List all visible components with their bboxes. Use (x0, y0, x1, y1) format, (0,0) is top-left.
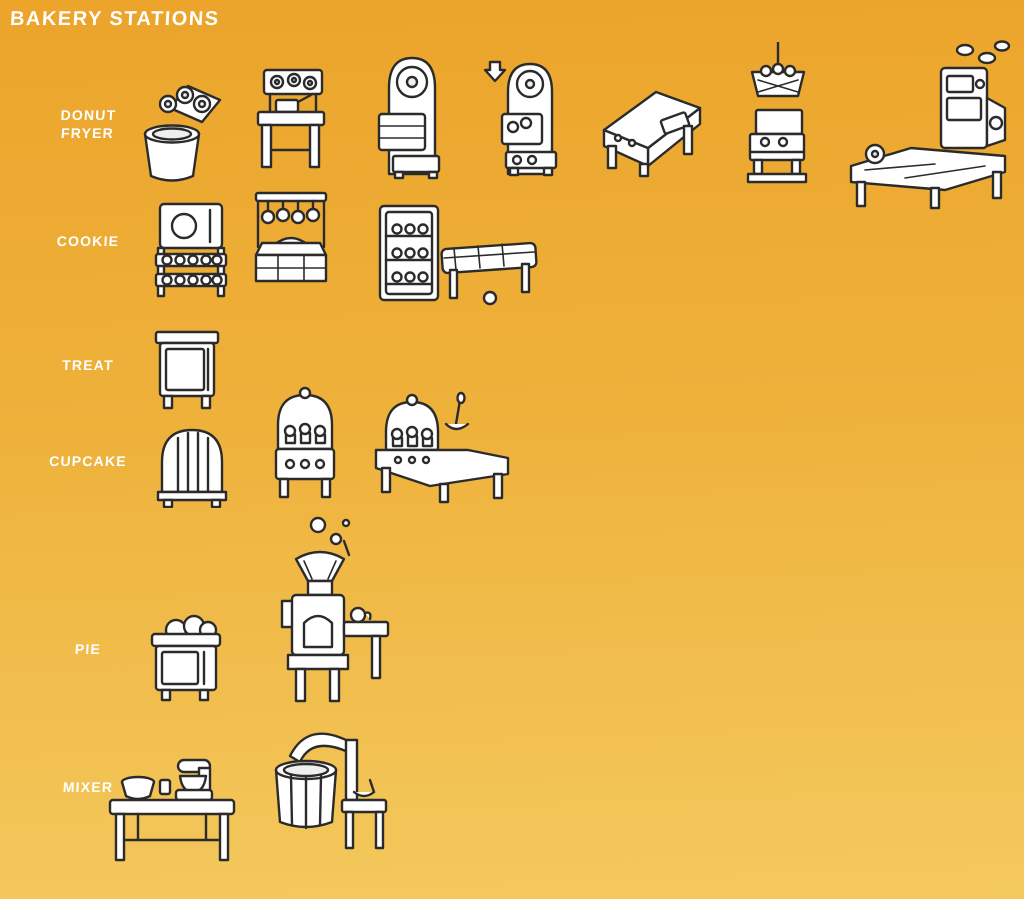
pie-oven-sketch (138, 612, 233, 709)
cupcake-display-stand-sketch (262, 385, 348, 512)
cupcake-display-table-sketch (368, 390, 514, 511)
cookie-cabinet-bed-sketch (372, 198, 544, 318)
pie-contraption-sketch (252, 515, 394, 718)
donut-machine-counter-sketch (845, 40, 1013, 217)
row-label-pie: PIE (74, 641, 102, 657)
conveyor-fryer-sketch (596, 78, 718, 185)
cookie-oven-rack-sketch (146, 198, 236, 309)
cupcake-dome-oven-sketch (152, 422, 232, 513)
row-label-donut-fryer: DONUT FRYER (60, 107, 117, 142)
hanging-basket-stove-sketch (736, 40, 814, 199)
cookie-hanging-rack-sketch (248, 185, 334, 302)
basket-pot-fryer-sketch (130, 78, 225, 193)
barrel-mixer-sketch (250, 718, 390, 870)
row-label-cupcake: CUPCAKE (48, 453, 128, 469)
tall-dropper-fryer-sketch (478, 58, 566, 187)
treat-oven-sketch (146, 322, 228, 419)
counter-fryer-sketch (248, 68, 333, 178)
page-title: BAKERY STATIONS (9, 8, 221, 30)
tall-wheel-fryer-sketch (365, 52, 457, 185)
row-label-cookie: COOKIE (56, 233, 120, 249)
row-label-treat: TREAT (61, 357, 115, 373)
mixer-table-sketch (104, 738, 240, 873)
